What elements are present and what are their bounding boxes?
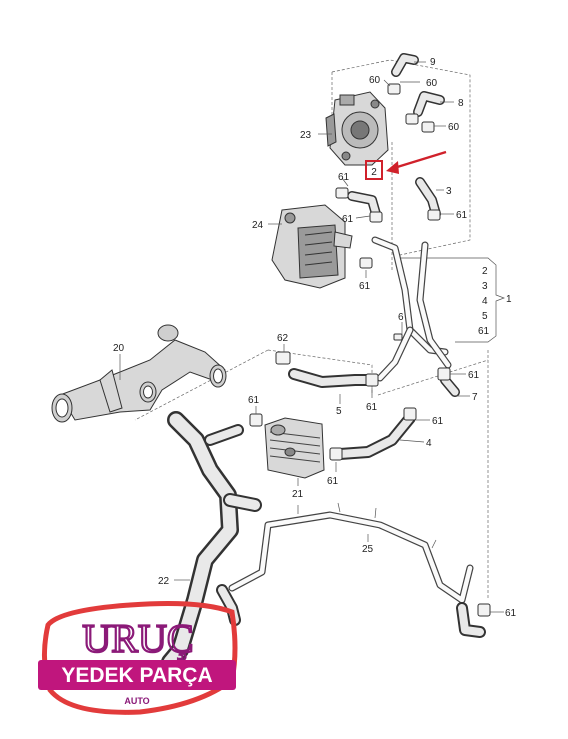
part-number-callouts: 9 60 60 8 60 23 2 3 61 61 61 24 61 6 62 … bbox=[113, 57, 517, 619]
callout-8: 8 bbox=[458, 98, 464, 109]
callout-4: 4 bbox=[426, 438, 432, 449]
callout-23: 23 bbox=[300, 130, 312, 141]
group-list: 2 3 4 5 61 1 bbox=[478, 266, 512, 337]
part-24-pump-unit bbox=[271, 204, 353, 289]
callout-60: 60 bbox=[369, 75, 381, 86]
callout-61: 61 bbox=[359, 281, 371, 292]
callout-61: 61 bbox=[468, 370, 480, 381]
group-item: 5 bbox=[482, 311, 488, 322]
callout-21: 21 bbox=[292, 489, 304, 500]
callout-7: 7 bbox=[472, 392, 478, 403]
group-number: 1 bbox=[506, 294, 512, 305]
callout-61: 61 bbox=[248, 395, 260, 406]
callout-5: 5 bbox=[336, 406, 342, 417]
callout-3: 3 bbox=[446, 186, 452, 197]
group-item: 61 bbox=[478, 326, 490, 337]
callout-6: 6 bbox=[398, 312, 404, 323]
leader-lines bbox=[119, 61, 504, 613]
group-bracket bbox=[400, 257, 505, 343]
callout-60: 60 bbox=[426, 78, 438, 89]
callout-61: 61 bbox=[366, 402, 378, 413]
callout-25: 25 bbox=[362, 544, 374, 555]
highlight-marker: 2 bbox=[365, 150, 447, 180]
clamps bbox=[249, 83, 491, 617]
highlighted-part-number: 2 bbox=[371, 167, 377, 178]
part-21-oil-cooler bbox=[264, 417, 325, 479]
group-item: 2 bbox=[482, 266, 488, 277]
callout-61: 61 bbox=[505, 608, 517, 619]
watermark-text-uruc: URUÇ bbox=[82, 616, 193, 661]
part-23-valve-housing bbox=[325, 91, 389, 166]
watermark-logo: URUÇ YEDEK PARÇA AUTO bbox=[38, 601, 238, 715]
callout-61: 61 bbox=[342, 214, 354, 225]
part-20-coolant-flange bbox=[51, 324, 227, 423]
group-item: 4 bbox=[482, 296, 488, 307]
group-item: 3 bbox=[482, 281, 488, 292]
callout-24: 24 bbox=[252, 220, 264, 231]
callout-60: 60 bbox=[448, 122, 460, 133]
callout-61: 61 bbox=[456, 210, 468, 221]
watermark-text-yedek-parca: YEDEK PARÇA bbox=[61, 664, 212, 687]
callout-22: 22 bbox=[158, 576, 170, 587]
watermark-text-auto: AUTO bbox=[124, 696, 149, 706]
callout-20: 20 bbox=[113, 343, 125, 354]
callout-9: 9 bbox=[430, 57, 436, 68]
part-25-pipe bbox=[228, 502, 474, 604]
callout-61: 61 bbox=[432, 416, 444, 427]
callout-61: 61 bbox=[338, 172, 350, 183]
callout-61: 61 bbox=[327, 476, 339, 487]
tube-assembly-1 bbox=[371, 236, 452, 382]
callout-62: 62 bbox=[277, 333, 289, 344]
